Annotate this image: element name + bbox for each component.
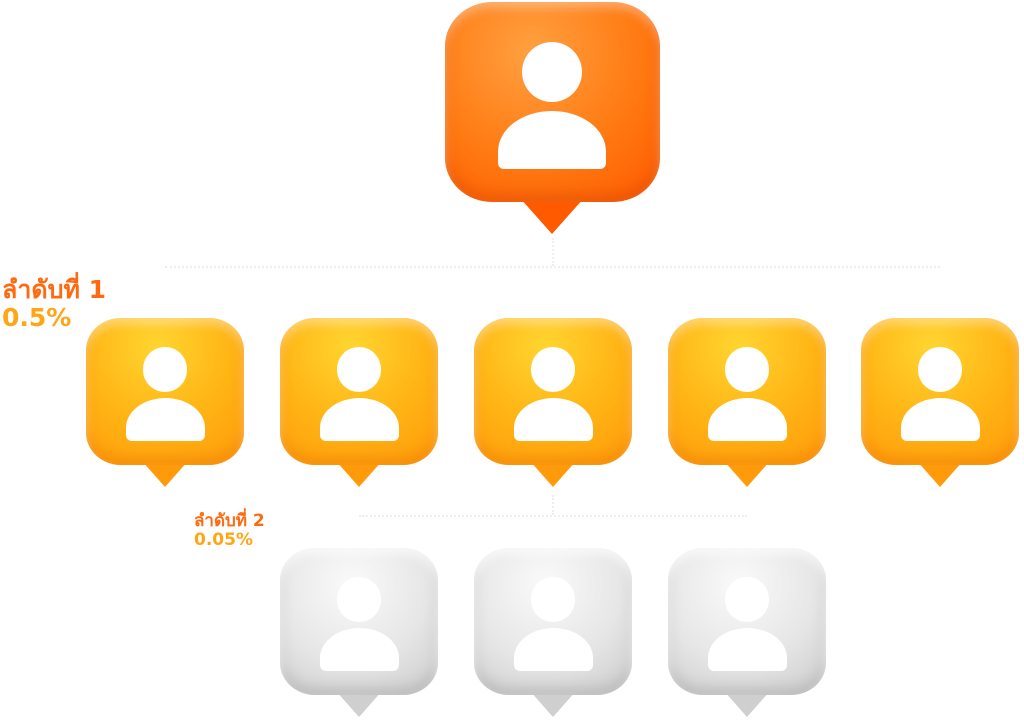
tier2-percent: 0.05% bbox=[194, 529, 253, 550]
user-icon bbox=[668, 548, 826, 695]
tier2-node bbox=[668, 548, 826, 727]
user-icon bbox=[445, 2, 660, 202]
tier1-percent: 0.5% bbox=[2, 302, 72, 332]
tier1-node bbox=[861, 318, 1019, 497]
tier2-node bbox=[280, 548, 438, 727]
user-icon bbox=[474, 548, 632, 695]
root-node bbox=[444, 2, 660, 245]
connector-tier2-root bbox=[552, 495, 554, 515]
connector-tier1 bbox=[165, 266, 940, 268]
tier1-rank: ลำดับที่ 1 bbox=[2, 275, 107, 304]
user-icon bbox=[280, 318, 438, 465]
tier1-node bbox=[474, 318, 632, 497]
tier1-node bbox=[86, 318, 244, 497]
user-icon bbox=[668, 318, 826, 465]
tier1-node bbox=[668, 318, 826, 497]
user-icon bbox=[861, 318, 1019, 465]
user-icon bbox=[280, 548, 438, 695]
user-icon bbox=[474, 318, 632, 465]
tier2-node bbox=[474, 548, 632, 727]
user-icon bbox=[86, 318, 244, 465]
connector-root bbox=[552, 238, 554, 266]
tier2-label: ลำดับที่ 2 0.05% bbox=[194, 512, 265, 549]
tier1-label: ลำดับที่ 1 0.5% bbox=[2, 276, 106, 331]
tier1-node bbox=[280, 318, 438, 497]
connector-tier2 bbox=[359, 515, 747, 517]
tier2-rank: ลำดับที่ 2 bbox=[194, 511, 265, 531]
